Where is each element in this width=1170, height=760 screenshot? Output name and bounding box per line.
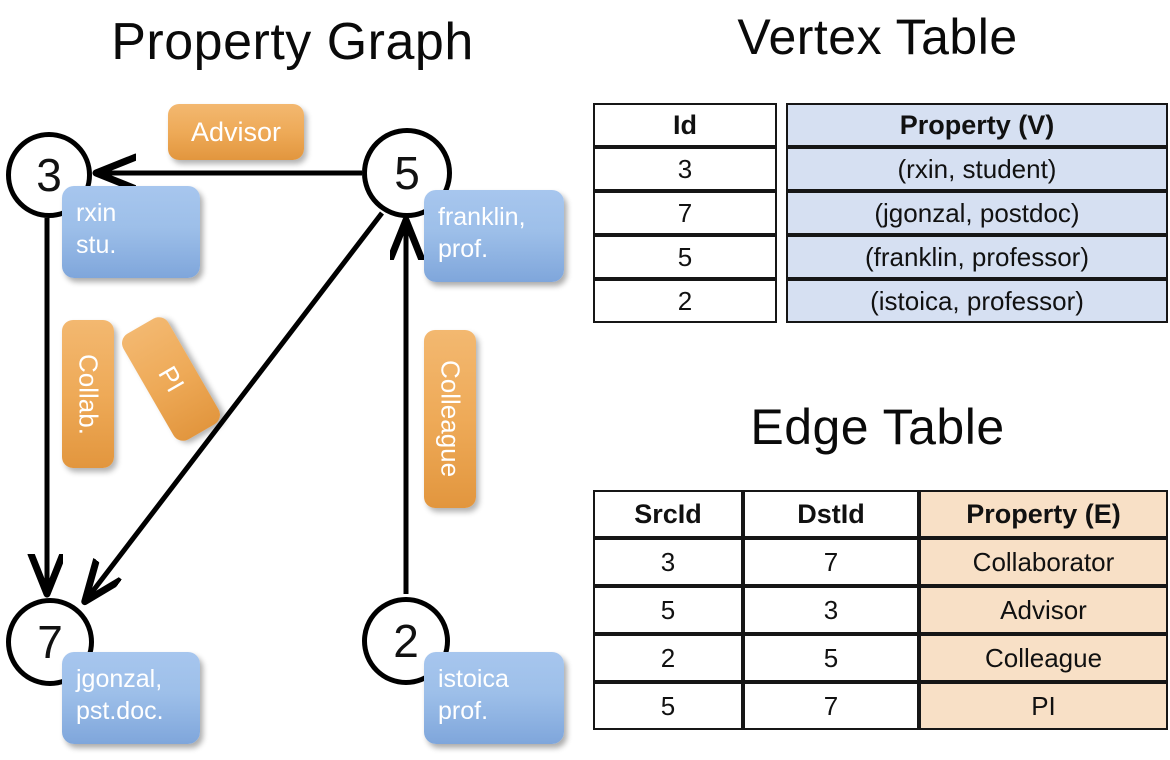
edge-table-header-dstid: DstId <box>743 490 919 538</box>
table-row[interactable]: 5 3 Advisor <box>593 586 1168 634</box>
edge-row-1-property: Advisor <box>919 586 1168 634</box>
table-row[interactable]: 3 7 Collaborator <box>593 538 1168 586</box>
table-row[interactable]: 2 (istoica, professor) <box>593 279 1168 323</box>
edge-table: SrcId DstId Property (E) 3 7 Collaborato… <box>593 490 1168 730</box>
table-row[interactable]: 3 (rxin, student) <box>593 147 1168 191</box>
vertex-row-2-property: (franklin, professor) <box>786 235 1168 279</box>
vertex-property-box-rxin: rxin stu. <box>62 186 200 278</box>
vertex-property-jgonzal-line2: pst.doc. <box>76 697 164 725</box>
edge-label-collab-text: Collab. <box>73 353 104 435</box>
edge-label-box-colleague: Colleague <box>424 330 476 508</box>
edge-row-3-src: 5 <box>593 682 743 730</box>
vertex-row-1-id: 7 <box>593 191 777 235</box>
vertex-table-column-gap <box>777 235 786 279</box>
vertex-row-3-id: 2 <box>593 279 777 323</box>
edge-label-colleague-text: Colleague <box>435 360 466 478</box>
table-row[interactable]: 5 7 PI <box>593 682 1168 730</box>
vertex-table-header-id: Id <box>593 103 777 147</box>
edge-row-1-dst: 3 <box>743 586 919 634</box>
edge-label-box-advisor: Advisor <box>168 104 304 160</box>
vertex-table-column-gap <box>777 279 786 323</box>
edge-row-0-src: 3 <box>593 538 743 586</box>
edge-table-header-srcid: SrcId <box>593 490 743 538</box>
vertex-property-rxin-line1: rxin <box>76 199 117 227</box>
vertex-property-rxin-line2: stu. <box>76 231 117 259</box>
edge-label-advisor-text: Advisor <box>190 116 282 147</box>
vertex-table-column-gap <box>777 191 786 235</box>
vertex-property-jgonzal-line1: jgonzal, <box>76 665 163 693</box>
vertex-node-2[interactable]: 2 <box>362 597 450 685</box>
edge-label-pi-text: PI <box>152 360 191 397</box>
page-title-edge-table: Edge Table <box>750 399 1005 455</box>
page-title-property-graph: Property Graph <box>111 13 474 71</box>
graph-edge-lines <box>0 0 585 760</box>
vertex-node-2-id: 2 <box>393 615 419 667</box>
vertex-row-0-property: (rxin, student) <box>786 147 1168 191</box>
edge-row-2-src: 2 <box>593 634 743 682</box>
edge-row-3-property: PI <box>919 682 1168 730</box>
edge-row-3-dst: 7 <box>743 682 919 730</box>
edge-line-pi <box>86 211 384 600</box>
edge-row-1-src: 5 <box>593 586 743 634</box>
vertex-row-0-id: 3 <box>593 147 777 191</box>
vertex-table-column-gap <box>777 103 786 147</box>
vertex-property-istoica-line1: istoica <box>438 665 509 693</box>
page-title-vertex-table: Vertex Table <box>737 9 1018 65</box>
vertex-property-box-jgonzal: jgonzal, pst.doc. <box>62 652 200 744</box>
edge-table-header-row: SrcId DstId Property (E) <box>593 490 1168 538</box>
vertex-property-franklin-line1: franklin, <box>438 203 526 231</box>
vertex-node-5-id: 5 <box>394 147 420 199</box>
property-graph-diagram: 3 5 7 2 rxin stu. franklin, prof. jgonza… <box>0 0 585 760</box>
vertex-property-box-istoica: istoica prof. <box>424 652 564 744</box>
vertex-node-7-id: 7 <box>37 616 63 668</box>
vertex-node-5[interactable]: 5 <box>362 128 452 218</box>
edge-row-2-dst: 5 <box>743 634 919 682</box>
vertex-property-istoica-line2: prof. <box>438 697 489 725</box>
vertex-property-franklin-line2: prof. <box>438 235 489 263</box>
vertex-row-2-id: 5 <box>593 235 777 279</box>
table-row[interactable]: 2 5 Colleague <box>593 634 1168 682</box>
edge-row-0-property: Collaborator <box>919 538 1168 586</box>
vertex-table-header-property: Property (V) <box>786 103 1168 147</box>
table-row[interactable]: 7 (jgonzal, postdoc) <box>593 191 1168 235</box>
vertex-table-header-row: Id Property (V) <box>593 103 1168 147</box>
table-row[interactable]: 5 (franklin, professor) <box>593 235 1168 279</box>
edge-label-box-collab: Collab. <box>62 320 114 468</box>
edge-table-header-property: Property (E) <box>919 490 1168 538</box>
vertex-table-column-gap <box>777 147 786 191</box>
vertex-row-1-property: (jgonzal, postdoc) <box>786 191 1168 235</box>
edge-row-0-dst: 7 <box>743 538 919 586</box>
vertex-table: Id Property (V) 3 (rxin, student) 7 (jgo… <box>593 103 1168 323</box>
edge-row-2-property: Colleague <box>919 634 1168 682</box>
vertex-node-3-id: 3 <box>36 149 62 201</box>
vertex-row-3-property: (istoica, professor) <box>786 279 1168 323</box>
vertex-property-box-franklin: franklin, prof. <box>424 190 564 282</box>
